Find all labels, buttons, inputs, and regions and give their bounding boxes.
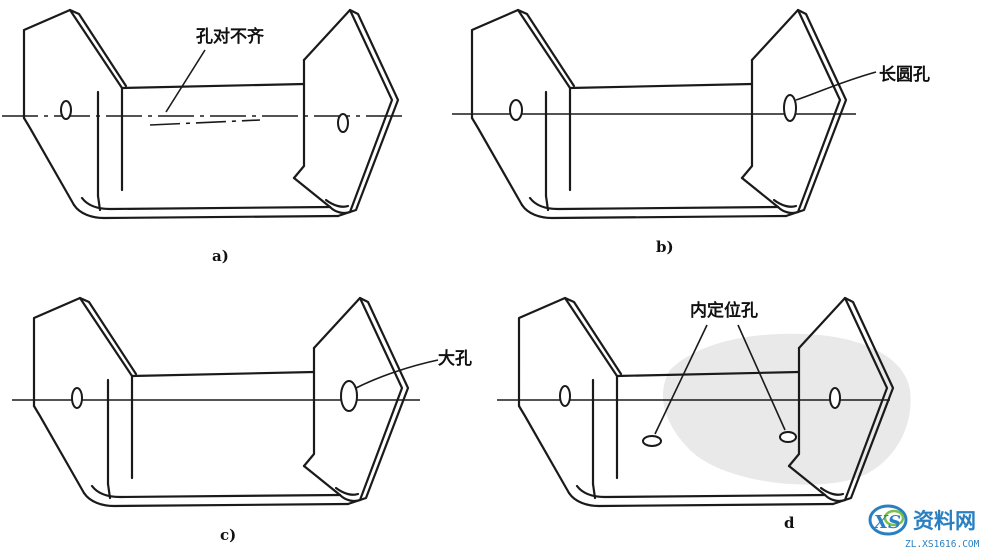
hole-left-d	[559, 385, 571, 407]
slotted-hole-b	[783, 94, 797, 122]
locating-hole-2-d	[779, 431, 797, 443]
background-smudge	[662, 333, 911, 485]
callout-d: 内定位孔	[690, 300, 758, 321]
offset-axis-a	[149, 119, 261, 126]
panel-a: 孔对不齐 a)	[2, 8, 405, 265]
locating-hole-1-d	[642, 435, 662, 447]
large-hole-c	[340, 380, 358, 412]
hole-left-a	[60, 100, 72, 120]
watermark-url: ZL.XS1616.COM	[905, 539, 980, 550]
svg-text:XS: XS	[873, 512, 901, 533]
caption-c: c)	[220, 526, 236, 544]
leader-c	[355, 359, 439, 389]
panel-b: 长圆孔 b)	[452, 8, 930, 256]
hole-left-c	[71, 387, 83, 409]
leader-b	[795, 71, 877, 101]
caption-d: d	[784, 514, 795, 532]
watermark-logo-icon: XS	[868, 504, 908, 536]
hole-right-d	[829, 387, 841, 409]
callout-c: 大孔	[438, 348, 472, 369]
watermark: XS 资料网 ZL.XS1616.COM	[868, 504, 980, 550]
caption-a: a)	[212, 247, 229, 265]
panel-c: 大孔 c)	[12, 296, 472, 544]
hole-left-b	[509, 99, 523, 121]
leader-a	[165, 49, 206, 113]
callout-b: 长圆孔	[879, 64, 930, 85]
leader-d-1	[654, 324, 708, 435]
callout-a: 孔对不齐	[196, 26, 265, 47]
caption-b: b)	[656, 238, 674, 256]
hole-right-a	[337, 113, 349, 133]
watermark-brand: 资料网	[913, 509, 976, 533]
leader-d-2	[737, 324, 786, 431]
panel-d: 内定位孔 d	[497, 296, 911, 532]
